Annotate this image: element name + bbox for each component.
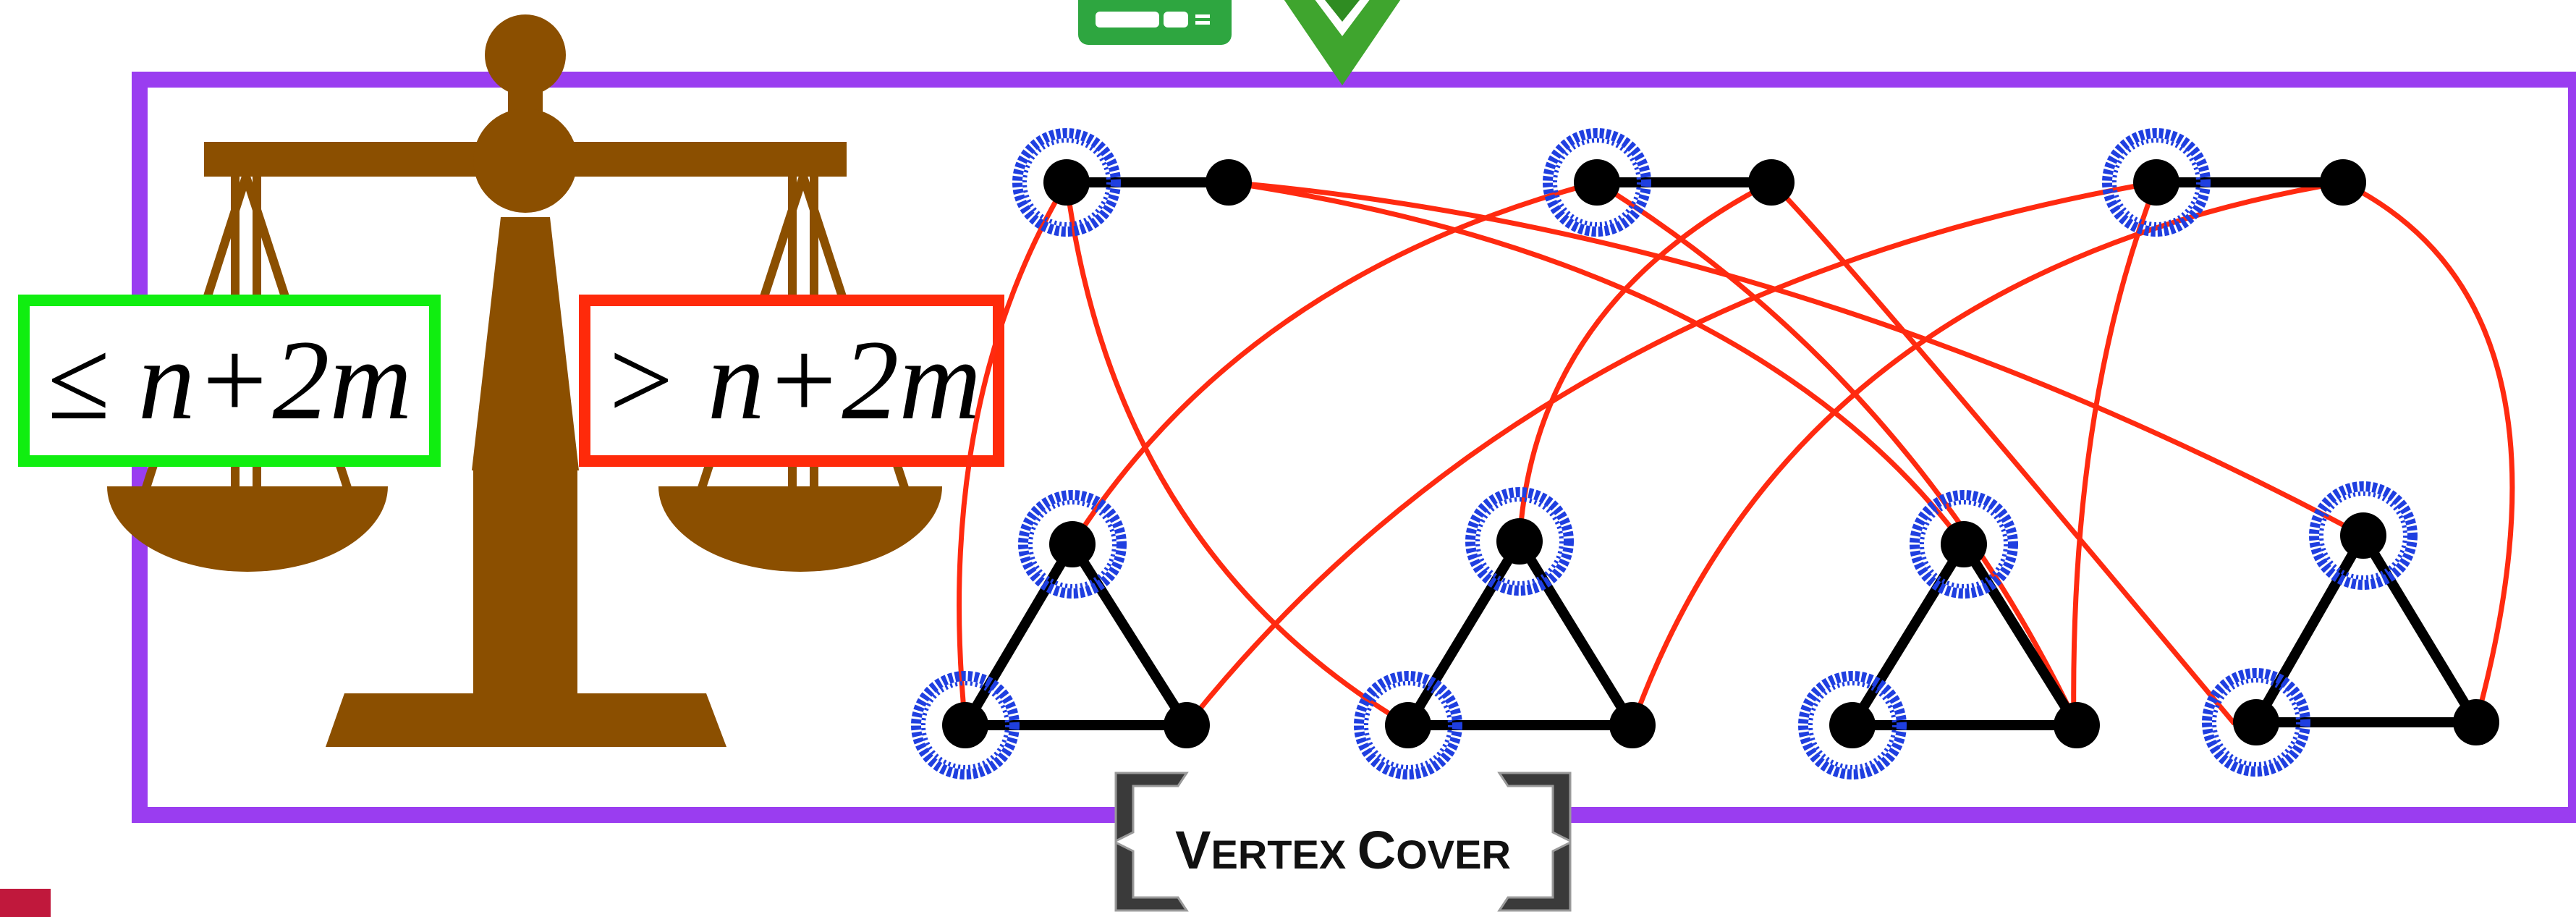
edge xyxy=(1185,179,2157,727)
vertex xyxy=(942,702,988,748)
edge xyxy=(1064,182,1410,728)
cover-ring xyxy=(2202,668,2310,777)
badge-brackets xyxy=(1114,772,1572,912)
vertex-cover-label: VERTEX COVER xyxy=(1175,820,1511,880)
right-pan-text: > n+2m xyxy=(602,317,982,444)
cover-ring xyxy=(1018,490,1127,599)
vertex xyxy=(1574,159,1620,206)
edge xyxy=(2342,179,2515,723)
left-pan-label: ≤ n+2m xyxy=(18,295,441,467)
cover-ring xyxy=(1012,128,1121,237)
badge-rest-1: ERTEX xyxy=(1211,832,1357,877)
cover-ring xyxy=(1465,487,1574,596)
vertex xyxy=(2453,699,2499,745)
down-arrow-icon xyxy=(1284,0,1401,85)
edge xyxy=(957,181,1069,726)
vertex xyxy=(1609,702,1656,748)
cover-ring xyxy=(1354,671,1462,779)
cover-rings xyxy=(911,128,2418,779)
left-pan-text: ≤ n+2m xyxy=(47,317,412,444)
vertices xyxy=(942,159,2499,748)
corner-mark xyxy=(0,889,51,917)
cover-ring xyxy=(2102,128,2211,237)
cover-ring xyxy=(911,671,1020,779)
vertex xyxy=(2233,699,2279,745)
cover-ring xyxy=(1910,490,2018,599)
reduction-edges xyxy=(957,179,2515,728)
vertex xyxy=(1049,521,1096,567)
edge xyxy=(1070,179,1598,546)
gadget-edges xyxy=(956,177,2486,730)
edge xyxy=(2071,181,2159,726)
edge xyxy=(1769,180,2237,726)
vertex xyxy=(1748,159,1795,206)
card-device-icon xyxy=(1078,0,1232,45)
vertex xyxy=(1206,159,1252,206)
cover-ring xyxy=(2309,481,2418,590)
vertex xyxy=(1385,702,1431,748)
edge xyxy=(1596,180,2080,725)
badge-letter-c: C xyxy=(1357,820,1396,880)
badge-letter-v: V xyxy=(1175,820,1211,880)
edge xyxy=(1517,179,1773,542)
vertex xyxy=(1043,159,1090,206)
vertex xyxy=(2133,159,2179,206)
vertex xyxy=(1164,702,1210,748)
vertex xyxy=(1941,521,1987,567)
vertex xyxy=(1829,702,1876,748)
right-pan-label: > n+2m xyxy=(579,295,1004,467)
vertex xyxy=(1496,518,1543,565)
edge xyxy=(1228,179,2365,538)
vertex xyxy=(2340,512,2386,559)
vertex xyxy=(2054,702,2100,748)
vertex xyxy=(2320,159,2366,206)
cover-ring xyxy=(1798,671,1907,779)
edge xyxy=(1228,179,1966,546)
edge xyxy=(1630,179,2344,727)
vertex-cover-badge: VERTEX COVER xyxy=(1114,772,1572,912)
cover-ring xyxy=(1543,128,1651,237)
badge-rest-2: OVER xyxy=(1396,832,1511,877)
